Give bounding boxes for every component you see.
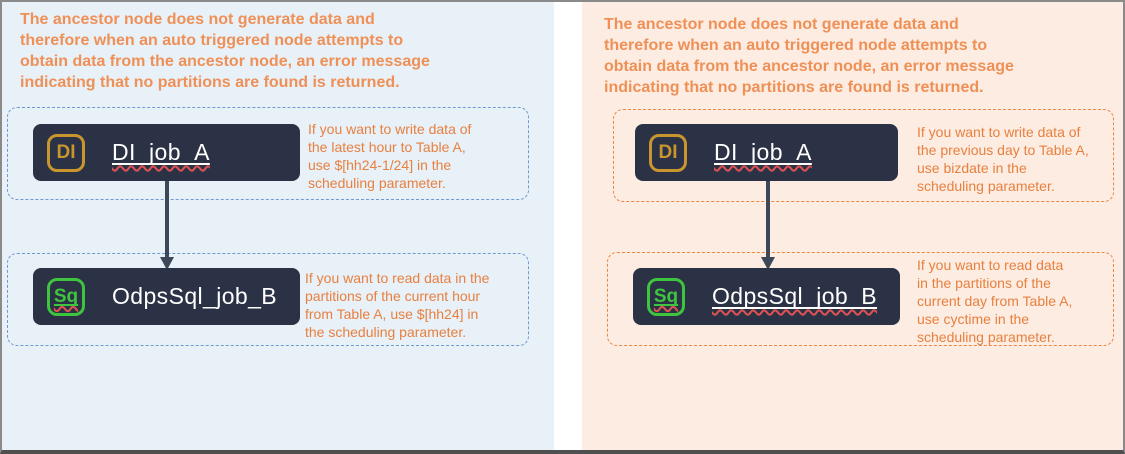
arrow-head-icon xyxy=(160,257,174,270)
group-box-sql-job xyxy=(7,253,529,346)
arrow-line xyxy=(766,181,770,258)
data-integration-icon: DI xyxy=(649,133,687,172)
annotation-write-data: If you want to write data of the previou… xyxy=(917,124,1089,194)
annotation-read-data: If you want to read data in the partitio… xyxy=(917,257,1073,345)
node-di-job-a[interactable]: DI DI_job_A xyxy=(635,124,898,181)
panel-hourly-scheduling: The ancestor node does not generate data… xyxy=(2,2,554,450)
odps-sql-icon: Sq xyxy=(47,277,85,316)
node-odpssql-job-b[interactable]: Sq OdpsSql_job_B xyxy=(633,268,900,325)
node-label: DI_job_A xyxy=(112,139,210,165)
node-odpssql-job-b[interactable]: Sq OdpsSql_job_B xyxy=(33,268,300,325)
group-box-di-job xyxy=(7,107,529,200)
panel-daily-scheduling: The ancestor node does not generate data… xyxy=(582,2,1123,450)
node-label: OdpsSql_job_B xyxy=(112,283,278,309)
group-box-di-job xyxy=(613,109,1114,202)
node-label: DI_job_A xyxy=(714,139,812,165)
arrow-head-icon xyxy=(761,257,775,270)
arrow-line xyxy=(165,181,169,258)
group-box-sql-job xyxy=(607,252,1114,346)
dependency-arrow xyxy=(160,181,174,270)
annotation-read-data: If you want to read data in the partitio… xyxy=(305,270,490,340)
dependency-arrow xyxy=(761,181,775,270)
annotation-write-data: If you want to write data of the latest … xyxy=(308,121,472,191)
panel-description: The ancestor node does not generate data… xyxy=(20,11,430,91)
odps-sql-icon: Sq xyxy=(647,277,685,316)
panel-description: The ancestor node does not generate data… xyxy=(604,16,1014,96)
node-di-job-a[interactable]: DI DI_job_A xyxy=(33,124,300,181)
data-integration-icon: DI xyxy=(47,133,85,172)
node-label: OdpsSql_job_B xyxy=(712,283,878,309)
